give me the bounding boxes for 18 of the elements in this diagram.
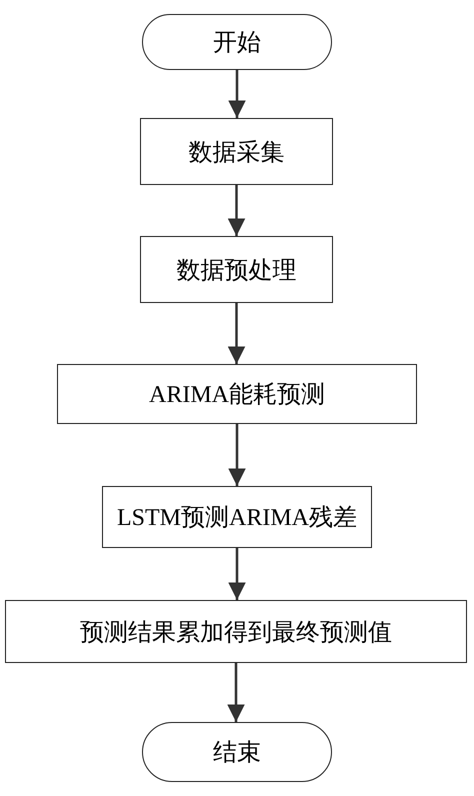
node-label: ARIMA能耗预测 — [148, 381, 325, 410]
node-label: 结束 — [213, 739, 261, 768]
process-box — [140, 236, 333, 303]
arrow — [227, 663, 245, 722]
arrow — [228, 70, 246, 118]
node-label: 预测结果累加得到最终预测值 — [80, 618, 392, 648]
arrow — [228, 424, 246, 486]
process-box — [102, 486, 372, 548]
node-label: 开始 — [213, 29, 261, 58]
arrow — [228, 185, 246, 236]
arrow — [228, 548, 246, 600]
process-box — [140, 118, 333, 185]
process-box — [5, 600, 467, 663]
node-label: LSTM预测ARIMA残差 — [116, 504, 357, 533]
node-label: 数据采集 — [188, 138, 284, 168]
process-box — [57, 364, 417, 424]
node-label: 数据预处理 — [176, 256, 296, 286]
arrow — [228, 303, 246, 364]
